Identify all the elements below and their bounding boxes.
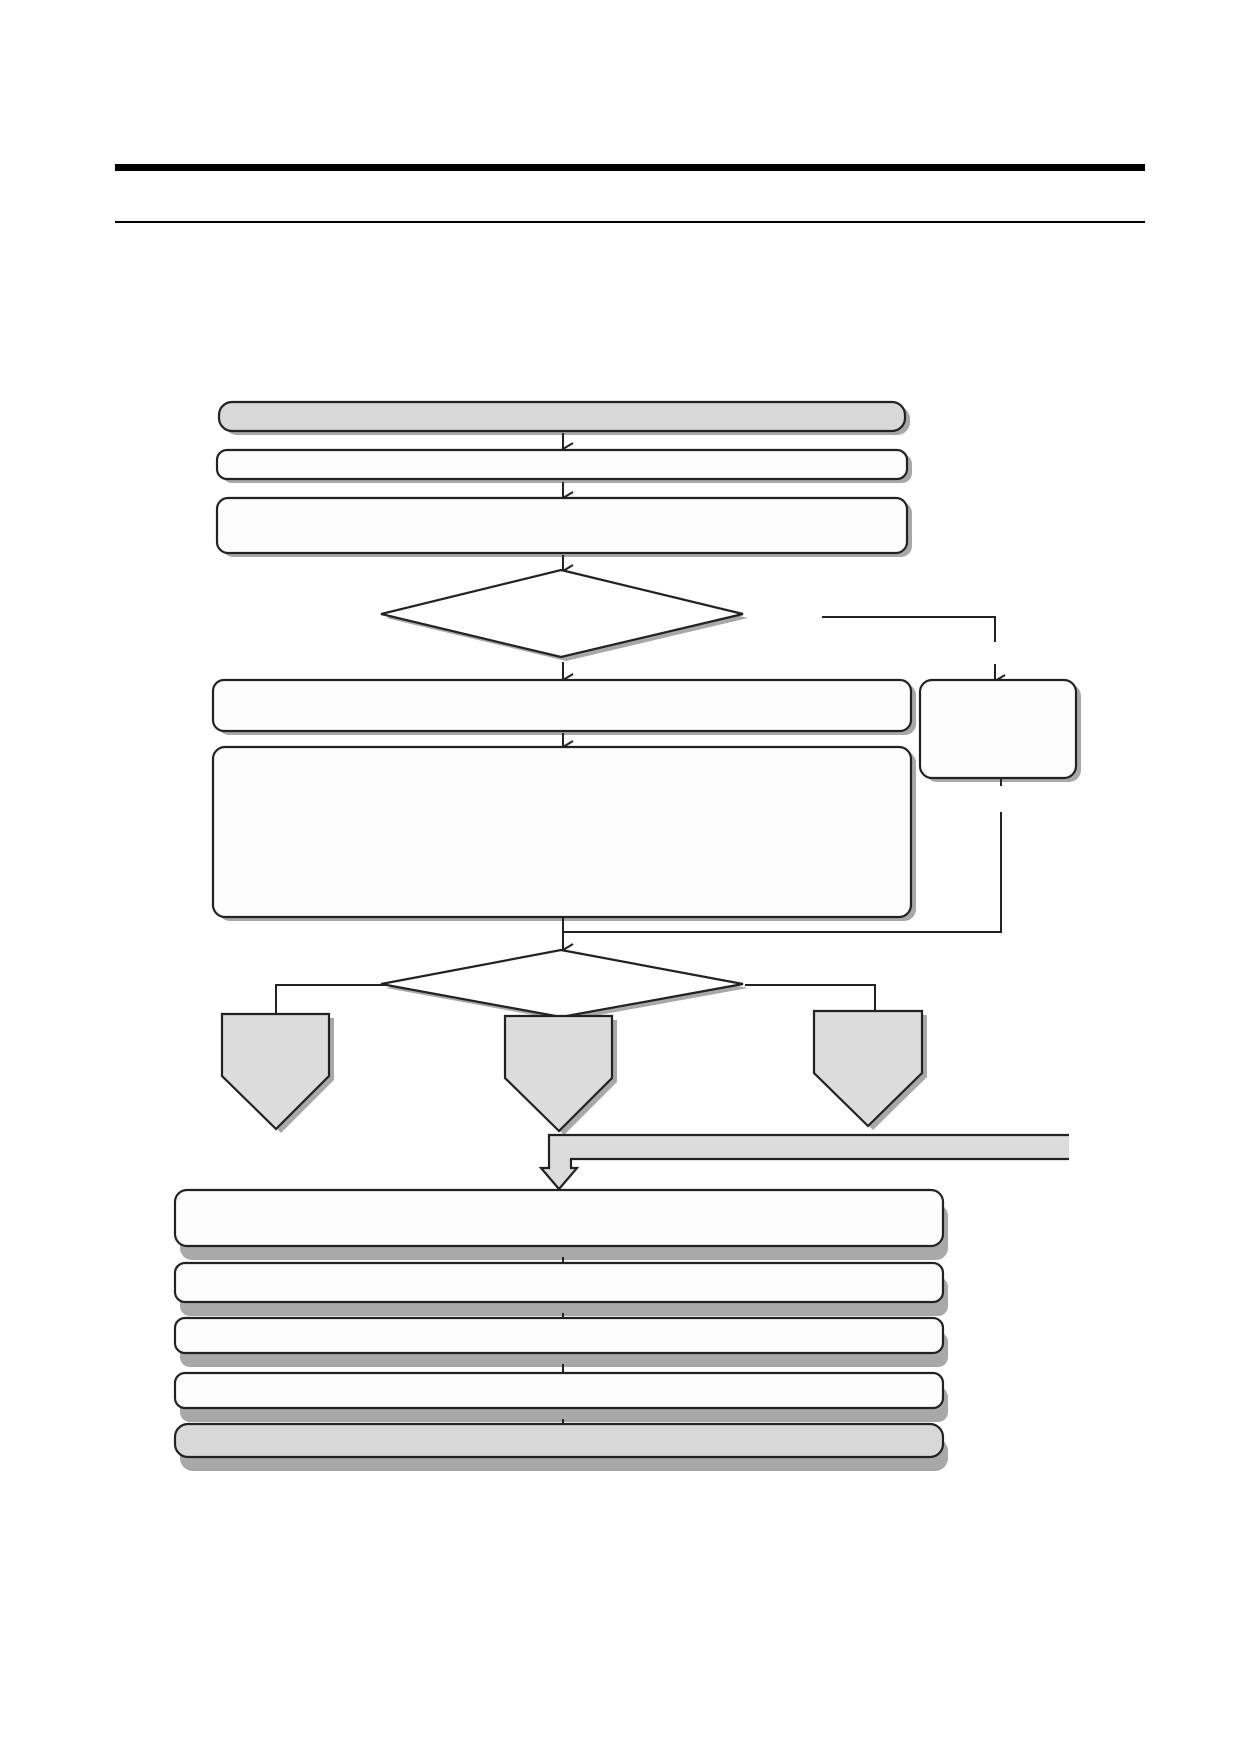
decision-1-diamond [380, 568, 744, 659]
shadows [180, 406, 1081, 1471]
outcome-left-pentagon [220, 1012, 331, 1131]
start-terminal [217, 400, 907, 433]
step-2-box [215, 496, 909, 555]
outcome-center-pentagon [503, 1014, 614, 1133]
step-3-box [211, 678, 913, 733]
step-6-box [173, 1261, 945, 1304]
step-7-box [173, 1316, 945, 1355]
step-1-box [215, 448, 909, 481]
line-gaps [752, 604, 1018, 812]
step-5-box [173, 1188, 945, 1248]
header-rule-thin [115, 221, 1145, 223]
decision-2-diamond [380, 948, 744, 1019]
branch-box [918, 678, 1078, 780]
outcome-right-pentagon [812, 1009, 924, 1128]
entry-bar-arrow [538, 1133, 1069, 1191]
end-terminal [173, 1422, 945, 1459]
step-8-box [173, 1371, 945, 1410]
header-rule-thick [115, 164, 1145, 171]
step-4-box [211, 745, 913, 919]
